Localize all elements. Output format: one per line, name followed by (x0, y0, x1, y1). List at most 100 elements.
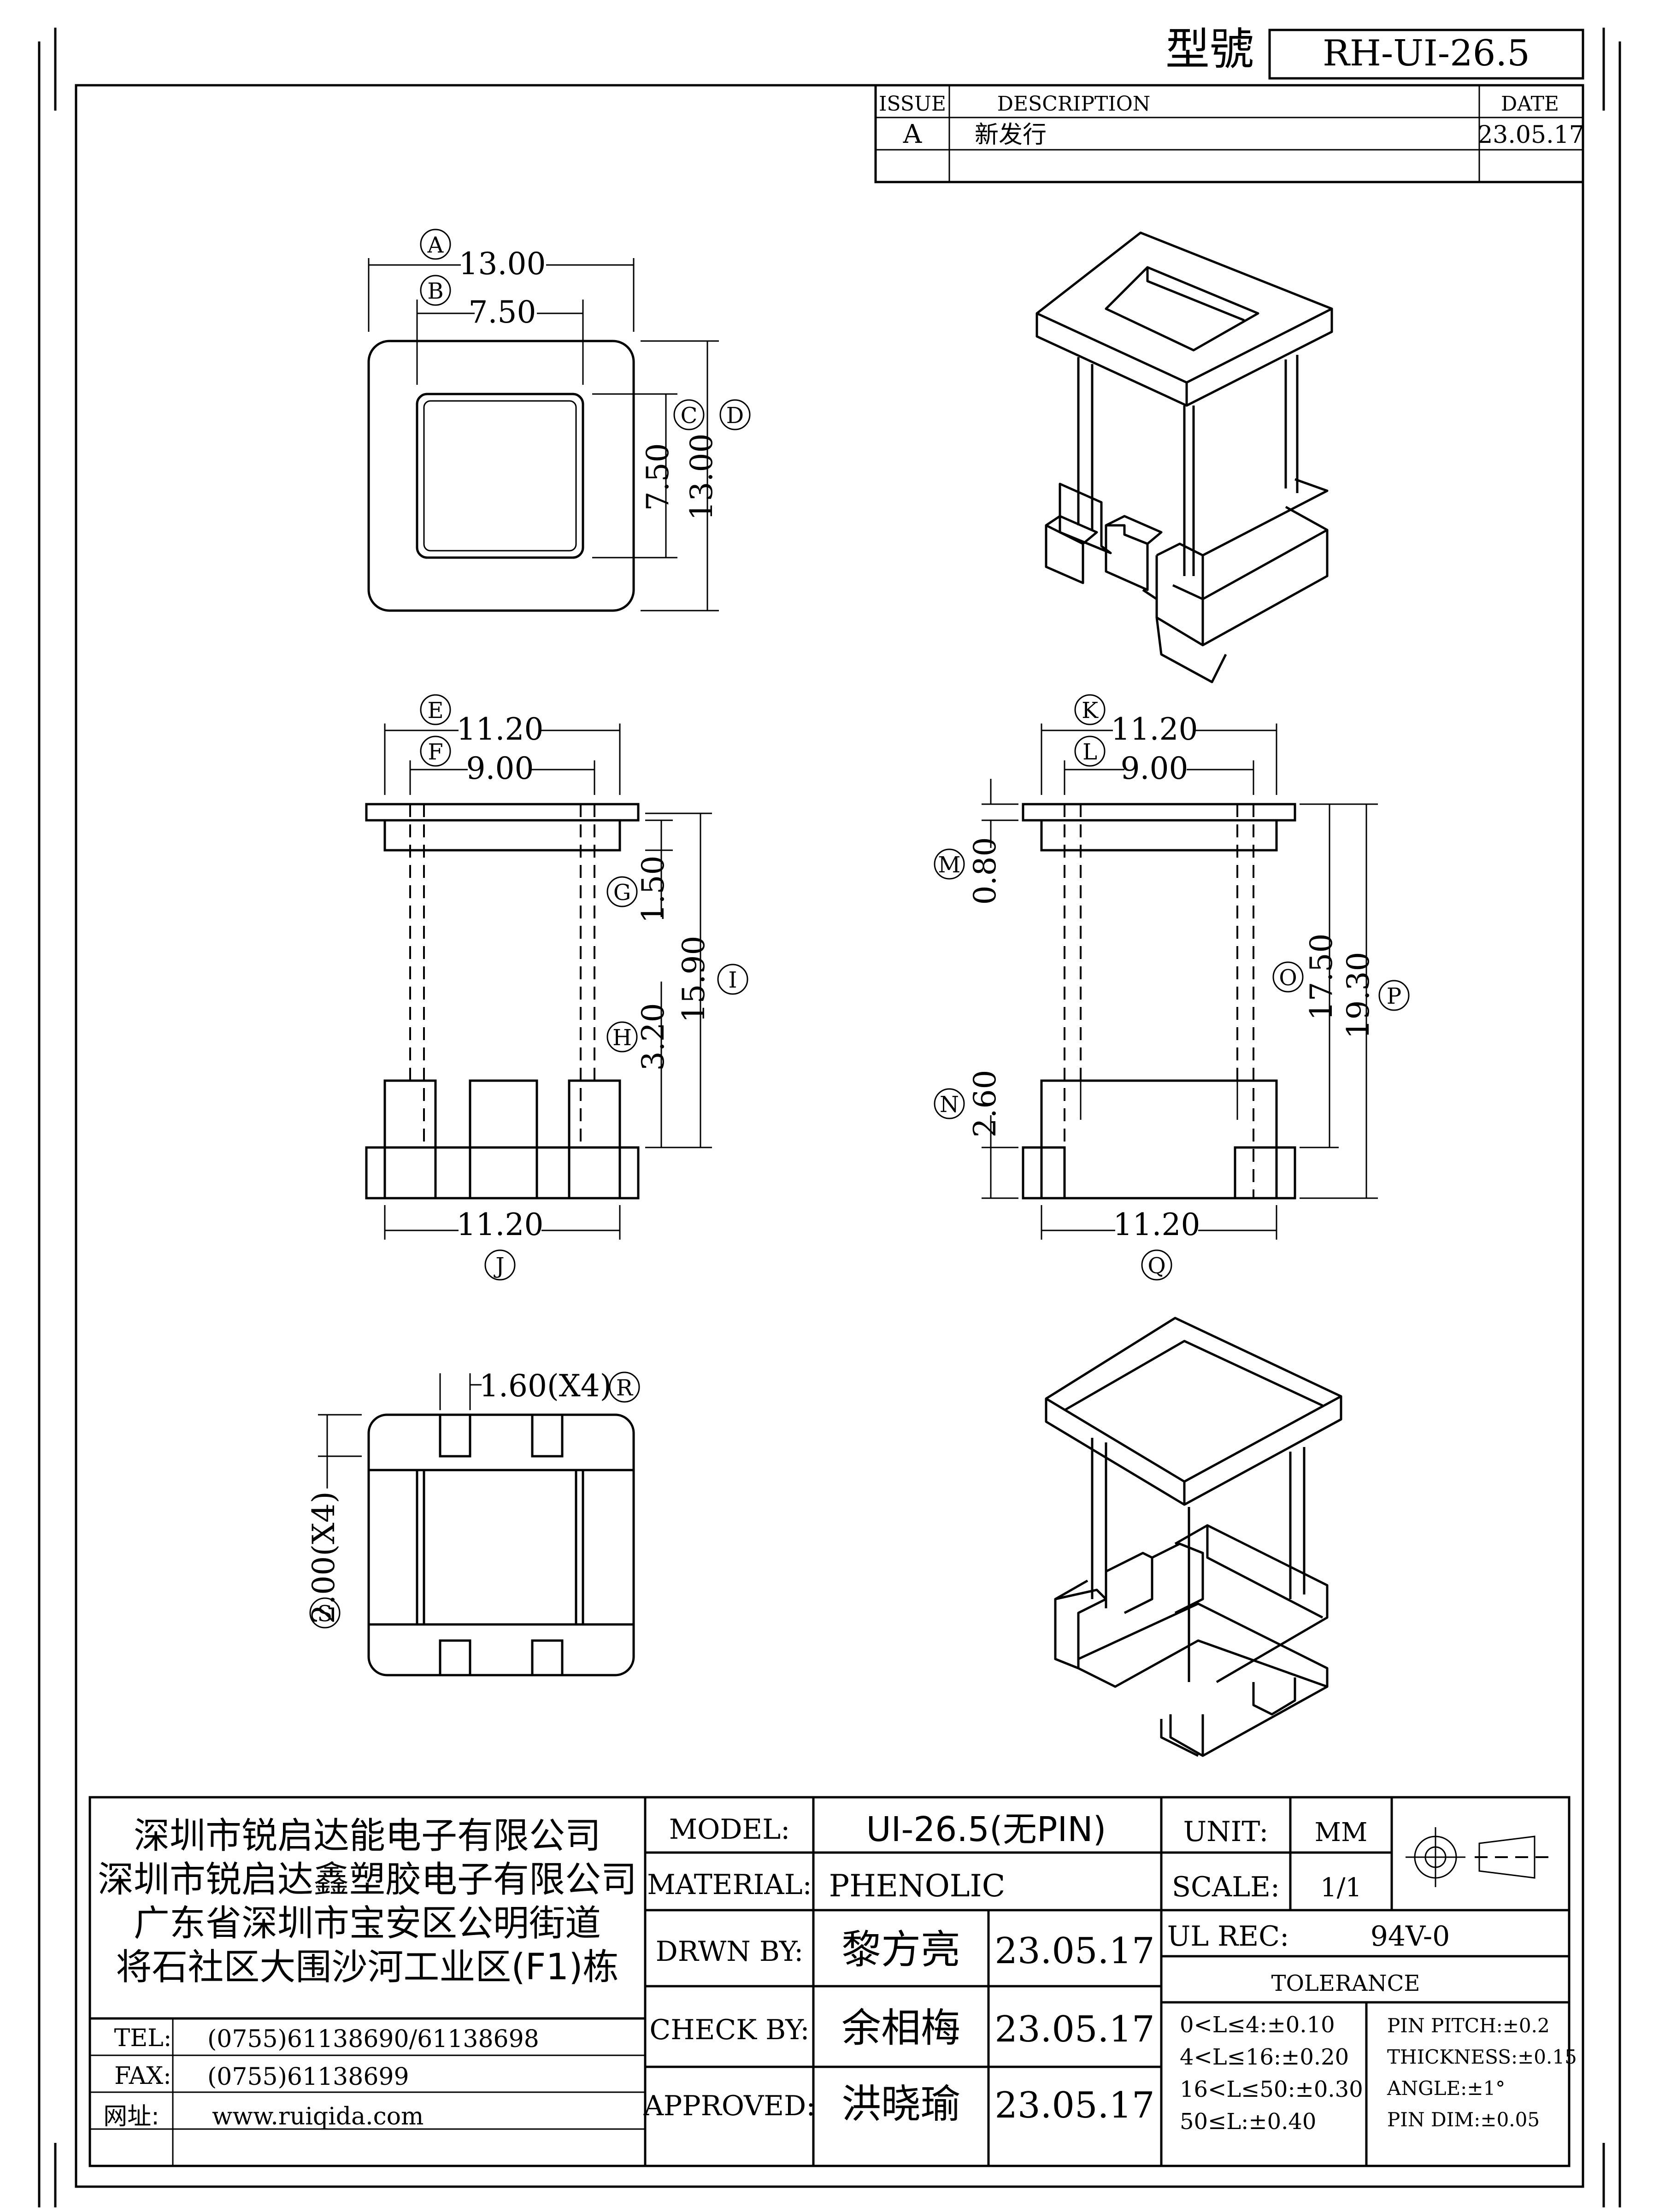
tag-D (719, 399, 751, 430)
drawn-name: 黎方亮 (841, 1927, 960, 1973)
drawn-label: DRWN BY: (656, 1936, 804, 1968)
title-block: 深圳市锐启达能电子有限公司 深圳市锐启达鑫塑胶电子有限公司 广东省深圳市宝安区公… (88, 1796, 1577, 2167)
tag-H: H (612, 1025, 632, 1051)
approved-label: APPROVED: (643, 2090, 816, 2122)
tag-N: N (940, 1092, 959, 1118)
tag-O: O (1279, 965, 1297, 991)
tag-S: S (318, 1601, 333, 1627)
tag-L: L (1082, 739, 1097, 765)
angle: ANGLE:±1° (1387, 2077, 1505, 2100)
tag-E: E (427, 698, 443, 724)
iso-view-bottom (1045, 1317, 1342, 1757)
material-value: PHENOLIC (829, 1868, 1005, 1904)
rev-col-issue: ISSUE (879, 92, 946, 116)
rev-issue: A (903, 119, 922, 149)
tag-I: I (729, 967, 737, 993)
tag-A (420, 229, 451, 260)
dim-E: 11.20 (457, 712, 544, 747)
svg-text:D: D (726, 403, 744, 429)
unit-label: UNIT: (1183, 1816, 1269, 1848)
tolerance-1: 0<L≤4:±0.10 (1180, 2012, 1335, 2038)
model-field-value: UI-26.5(无PIN) (866, 1810, 1106, 1849)
bottom-notch-4 (531, 1639, 564, 1677)
dim-B: 7.50 (469, 294, 536, 330)
web-label: 网址: (103, 2103, 159, 2130)
dim-F: 9.00 (466, 751, 534, 786)
tag-B (420, 275, 451, 306)
svg-text:B: B (427, 278, 443, 304)
tag-R: R (616, 1375, 634, 1401)
front-view: E 11.20 F 9.00 G 1.50 H 3.20 I 15.90 11.… (365, 694, 748, 1281)
dim-K: 11.20 (1111, 712, 1198, 747)
scale-value: 1/1 (1320, 1873, 1362, 1903)
tolerance-label: TOLERANCE (1271, 1971, 1420, 1996)
tag-K: K (1082, 698, 1099, 724)
rev-col-description: DESCRIPTION (997, 92, 1151, 116)
tolerance-2: 4<L≤16:±0.20 (1180, 2044, 1349, 2070)
model-number: RH-UI-26.5 (1323, 33, 1530, 74)
thickness: THICKNESS:±0.15 (1387, 2046, 1577, 2068)
tel-label: TEL: (114, 2024, 172, 2052)
svg-text:C: C (681, 403, 698, 429)
iso-view-top (1035, 231, 1333, 683)
tolerance-3: 16<L≤50:±0.30 (1180, 2077, 1363, 2102)
unit-value: MM (1315, 1818, 1368, 1847)
pin-dim: PIN DIM:±0.05 (1387, 2108, 1540, 2131)
bottom-notch-3 (439, 1639, 471, 1677)
scale-label: SCALE: (1172, 1871, 1280, 1903)
dim-O: 17.50 (1304, 934, 1339, 1021)
approved-date: 23.05.17 (994, 2085, 1154, 2126)
model-label: 型號 (1165, 24, 1254, 75)
tag-C (673, 399, 705, 430)
revision-table: ISSUE DESCRIPTION DATE A 新发行 23.05.17 (874, 84, 1584, 183)
dim-M: 0.80 (967, 837, 1003, 905)
model-field-label: MODEL: (669, 1813, 790, 1846)
tag-M: M (938, 852, 960, 878)
tag-F: F (428, 739, 443, 765)
check-date: 23.05.17 (994, 2009, 1154, 2050)
dim-I: 15.90 (676, 936, 712, 1023)
company-line-4: 将石社区大围沙河工业区(F1)栋 (116, 1947, 618, 1988)
tag-G: G (613, 880, 631, 906)
dim-H: 3.20 (635, 1003, 671, 1071)
bottom-view: 1.60(X4) R 2.00(X4) S (306, 1368, 640, 1677)
top-view-window (416, 393, 584, 559)
front-pin-center (469, 1079, 538, 1200)
dim-P: 19.30 (1341, 952, 1376, 1039)
front-pin-left (383, 1079, 437, 1200)
web-value: www.ruiqida.com (212, 2103, 424, 2130)
bottom-notch-2 (531, 1413, 564, 1458)
dim-D: 13.00 (684, 434, 719, 521)
dim-G: 1.50 (635, 856, 671, 924)
rev-col-date: DATE (1501, 92, 1559, 116)
check-label: CHECK BY: (649, 2014, 809, 2046)
dim-L: 9.00 (1121, 751, 1188, 786)
dim-Q: 11.20 (1113, 1207, 1200, 1242)
company-line-1: 深圳市锐启达能电子有限公司 (134, 1815, 601, 1857)
dim-C: 7.50 (640, 443, 676, 511)
material-label: MATERIAL: (647, 1869, 812, 1901)
dim-J: 11.20 (457, 1207, 544, 1242)
rev-description: 新发行 (975, 121, 1047, 149)
dim-A: 13.00 (459, 246, 546, 282)
dim-N: 2.60 (967, 1070, 1003, 1138)
pin-pitch: PIN PITCH:±0.2 (1387, 2014, 1550, 2037)
tag-J: J (493, 1253, 504, 1279)
fax-value: (0755)61138699 (207, 2063, 409, 2091)
top-view: A 13.00 B 7.50 C 7.50 D 13.00 (367, 229, 751, 612)
sheet-border (38, 28, 1621, 2207)
ul-value: 94V-0 (1371, 1920, 1450, 1953)
svg-text:A: A (427, 232, 444, 258)
tel-value: (0755)61138690/61138698 (207, 2025, 539, 2053)
rev-date: 23.05.17 (1477, 121, 1584, 149)
bottom-notch-1 (439, 1413, 471, 1458)
top-view-flange (367, 340, 635, 612)
company-line-3: 广东省深圳市宝安区公明街道 (134, 1903, 601, 1944)
tag-Q: Q (1147, 1253, 1165, 1279)
check-name: 余相梅 (841, 2005, 960, 2051)
side-view: K 11.20 L 9.00 M 0.80 N 2.60 O 17.50 P 1… (934, 694, 1410, 1281)
ul-label: UL REC: (1167, 1920, 1289, 1953)
company-line-2: 深圳市锐启达鑫塑胶电子有限公司 (98, 1859, 637, 1900)
